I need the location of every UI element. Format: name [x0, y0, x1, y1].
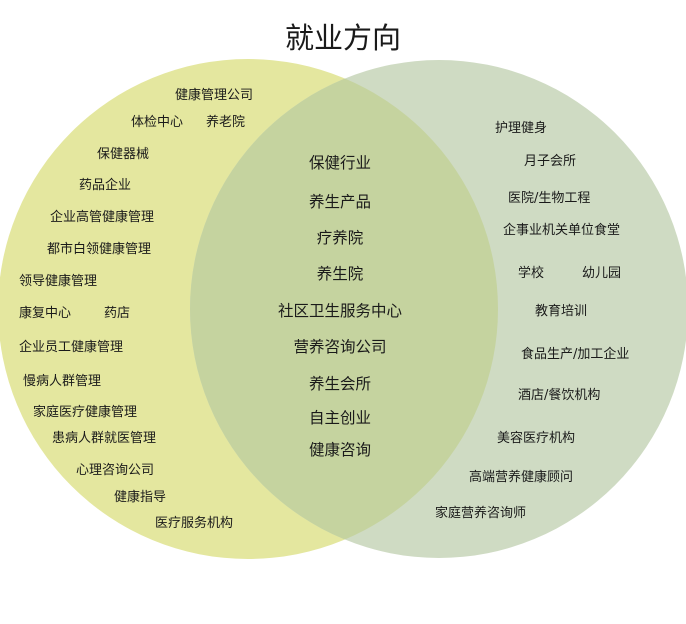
center-label: 自主创业	[308, 409, 371, 427]
left-label: 养老院	[206, 115, 246, 130]
left-label: 企业员工健康管理	[19, 340, 124, 355]
left-label: 药品企业	[79, 178, 132, 193]
right-label: 美容医疗机构	[497, 431, 576, 446]
center-label: 保健行业	[308, 154, 371, 172]
left-label: 保健器械	[97, 147, 150, 162]
center-label: 养生会所	[308, 375, 371, 393]
left-label: 家庭医疗健康管理	[33, 405, 138, 420]
right-label: 学校	[518, 266, 545, 281]
right-label: 高端营养健康顾问	[469, 470, 574, 485]
page-title: 就业方向	[284, 21, 401, 55]
overlap-region	[190, 60, 498, 558]
center-label: 健康咨询	[308, 441, 371, 459]
right-label: 企事业机关单位食堂	[503, 223, 621, 238]
center-label: 养生产品	[308, 193, 371, 211]
left-label: 都市白领健康管理	[47, 242, 152, 257]
right-label: 食品生产/加工企业	[521, 347, 630, 362]
left-label: 康复中心	[19, 306, 72, 321]
right-label: 幼儿园	[582, 266, 622, 281]
left-label: 企业高管健康管理	[50, 210, 155, 225]
right-label: 医院/生物工程	[508, 191, 591, 206]
center-label: 养生院	[316, 265, 364, 283]
center-label: 社区卫生服务中心	[277, 302, 402, 320]
left-label: 领导健康管理	[19, 274, 98, 289]
right-label: 家庭营养咨询师	[435, 506, 527, 521]
center-label: 疗养院	[316, 229, 364, 247]
right-label: 教育培训	[535, 304, 588, 319]
left-label: 健康管理公司	[175, 88, 254, 103]
left-label: 慢病人群管理	[23, 374, 102, 389]
left-label: 患病人群就医管理	[52, 431, 157, 446]
left-label: 健康指导	[114, 490, 167, 505]
left-label: 心理咨询公司	[76, 463, 155, 478]
left-label: 医疗服务机构	[155, 516, 234, 531]
right-label: 护理健身	[495, 121, 548, 136]
center-label: 营养咨询公司	[293, 338, 387, 356]
right-label: 酒店/餐饮机构	[518, 388, 601, 403]
right-label: 月子会所	[524, 154, 577, 169]
left-label: 体检中心	[131, 115, 184, 130]
left-label: 药店	[104, 306, 131, 321]
